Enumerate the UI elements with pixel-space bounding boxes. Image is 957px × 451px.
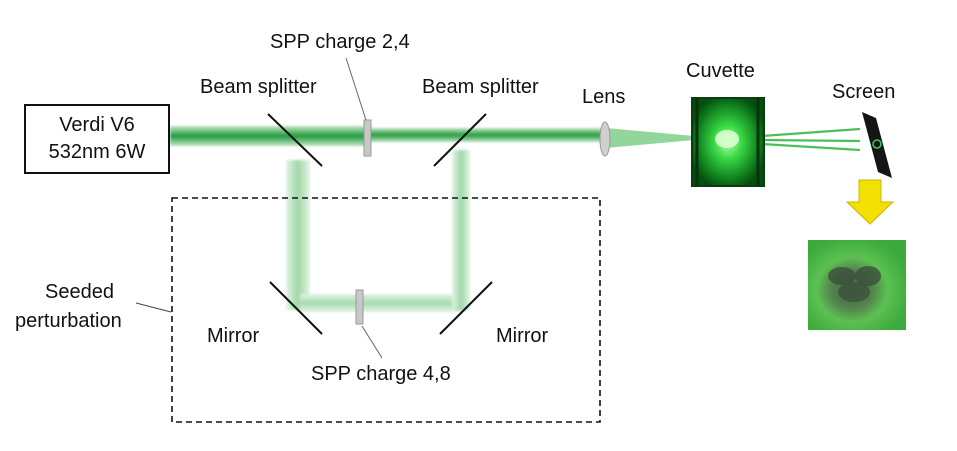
screen-label: Screen: [832, 81, 896, 103]
perturbation-beam-right-vertical: [452, 150, 470, 310]
cuvette-label: Cuvette: [686, 60, 755, 82]
down-arrow-icon: [845, 179, 895, 225]
beam-splitter-right-label: Beam splitter: [422, 76, 539, 98]
seeded-perturbation-label-line1: Seeded: [45, 281, 114, 303]
perturbation-beam-bottom: [300, 294, 466, 312]
spp-bottom-label: SPP charge 4,8: [311, 363, 451, 385]
seeded-perturbation-label-line2: perturbation: [15, 310, 122, 332]
laser-source-box: Verdi V6 532nm 6W: [24, 104, 170, 174]
laser-spec-label: 532nm 6W: [48, 141, 146, 163]
beam-splitter-left: [267, 113, 323, 167]
main-beam-after-spp: [368, 128, 602, 142]
screen-pattern-image: [808, 240, 906, 330]
laser-model-label: Verdi V6: [59, 114, 135, 136]
focused-beam: [606, 128, 694, 148]
seeded-perturbation-pointer: [135, 302, 172, 313]
lens-element: [599, 121, 611, 157]
spp-top-label: SPP charge 2,4: [270, 31, 410, 53]
mirror-right-element: [439, 281, 493, 335]
mirror-left-label: Mirror: [207, 325, 260, 347]
main-beam: [170, 126, 370, 146]
spp-plate-top: [363, 119, 372, 157]
perturbation-beam-left-vertical: [286, 160, 310, 310]
beam-splitter-left-label: Beam splitter: [200, 76, 317, 98]
mirror-right-label: Mirror: [496, 325, 549, 347]
cuvette-element: [691, 97, 765, 187]
output-beams: [761, 127, 861, 152]
lens-label: Lens: [582, 86, 626, 108]
mirror-left-element: [269, 281, 323, 335]
spp-top-pointer: [345, 57, 367, 121]
seeded-perturbation-box: [171, 197, 601, 423]
beam-splitter-right: [433, 113, 487, 167]
spp-bottom-pointer: [361, 325, 383, 359]
spp-plate-bottom: [355, 289, 364, 325]
screen-element: [862, 112, 892, 178]
